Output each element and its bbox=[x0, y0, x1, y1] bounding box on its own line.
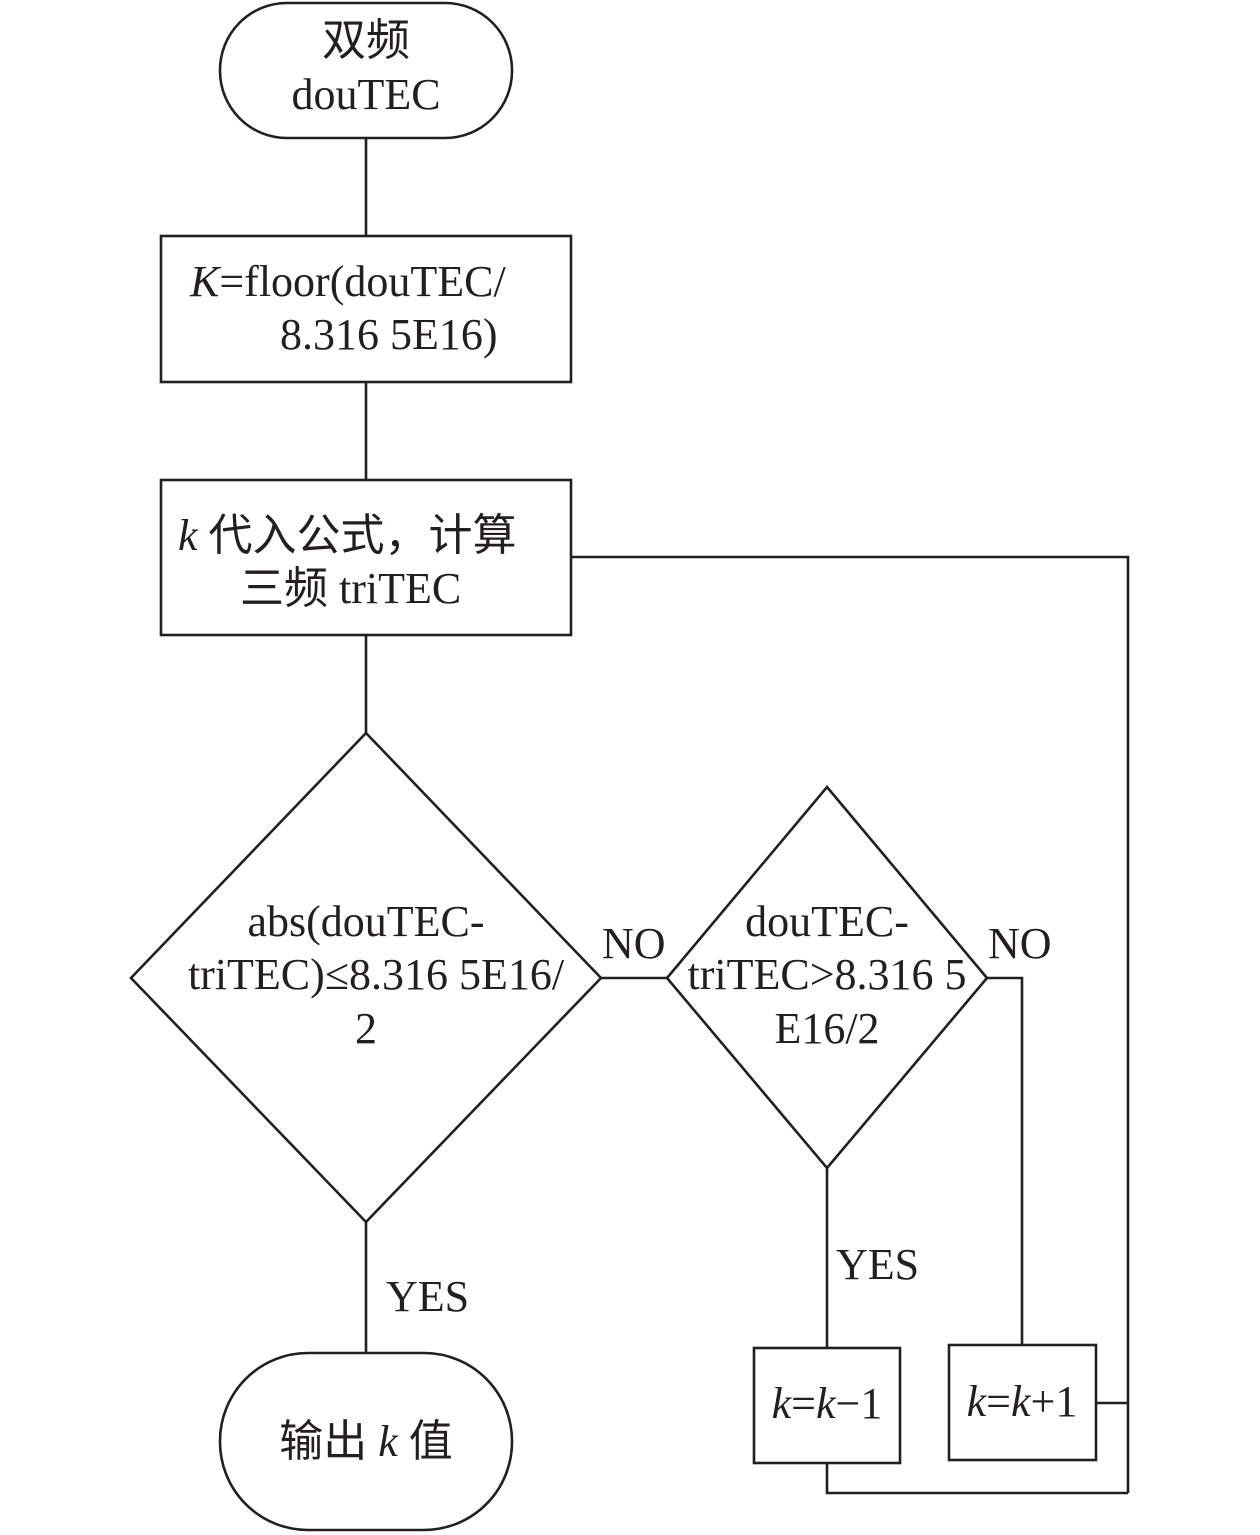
abs-decision: abs(douTEC- triTEC)≤8.316 5E16/ 2 bbox=[129, 731, 603, 1224]
diff-yes-label: YES bbox=[836, 1240, 919, 1289]
end-label-prefix: 输出 bbox=[279, 1417, 378, 1466]
abs-no-label: NO bbox=[602, 919, 666, 968]
decrement-label: k=k−1 bbox=[772, 1379, 883, 1428]
increment-rest: +1 bbox=[1031, 1377, 1078, 1426]
compute-label-line2: 三频 triTEC bbox=[240, 564, 461, 613]
start-label-line1: 双频 bbox=[322, 16, 410, 65]
compute-process-box: k 代入公式，计算 三频 triTEC bbox=[159, 478, 573, 637]
abs-decision-line2: triTEC)≤8.316 5E16/ bbox=[188, 950, 565, 999]
diff-no-label: NO bbox=[988, 919, 1052, 968]
floor-label-line1-rest: =floor(douTEC/ bbox=[219, 257, 506, 306]
decrement-k-var-1: k bbox=[772, 1379, 793, 1428]
end-terminal-shape bbox=[218, 1351, 514, 1532]
floor-label-line2: 8.316 5E16) bbox=[280, 310, 498, 359]
abs-decision-line1: abs(douTEC- bbox=[247, 897, 484, 946]
compute-k-variable: k bbox=[178, 511, 199, 560]
decrement-k-var-2: k bbox=[816, 1379, 837, 1428]
abs-decision-line3: 2 bbox=[355, 1004, 377, 1053]
increment-k-var-2: k bbox=[1011, 1377, 1032, 1426]
diff-decision-line3: E16/2 bbox=[774, 1004, 879, 1053]
end-label-suffix: 值 bbox=[398, 1417, 453, 1466]
end-terminal: 输出 k 值 bbox=[218, 1351, 514, 1532]
edge-decrement-loop bbox=[825, 1463, 1128, 1495]
compute-label-line1: k 代入公式，计算 bbox=[178, 511, 517, 560]
floor-process-shape bbox=[159, 234, 573, 384]
diff-decision-line1: douTEC- bbox=[745, 897, 909, 946]
diff-decision-shape bbox=[665, 784, 989, 1171]
decrement-rest: −1 bbox=[836, 1379, 883, 1428]
compute-label-line1-rest: 代入公式，计算 bbox=[198, 511, 517, 560]
abs-decision-shape bbox=[129, 731, 603, 1224]
floor-k-variable: K bbox=[189, 257, 222, 306]
increment-shape bbox=[947, 1343, 1098, 1462]
decrement-eq: = bbox=[791, 1379, 816, 1428]
diff-decision-line2: triTEC>8.316 5 bbox=[687, 950, 966, 999]
edge-diff-no-to-increment bbox=[987, 976, 1024, 1345]
increment-eq: = bbox=[986, 1377, 1011, 1426]
floor-label-line1: K=floor(douTEC/ bbox=[189, 257, 506, 306]
diff-decision: douTEC- triTEC>8.316 5 E16/2 bbox=[665, 784, 989, 1171]
increment-k-var-1: k bbox=[967, 1377, 988, 1426]
increment-box: k=k+1 bbox=[947, 1343, 1098, 1462]
increment-label: k=k+1 bbox=[967, 1377, 1078, 1426]
abs-yes-label: YES bbox=[386, 1272, 469, 1321]
start-terminal: 双频 douTEC bbox=[218, 1, 514, 140]
decrement-box: k=k−1 bbox=[752, 1346, 902, 1465]
edge-loop-back-to-compute bbox=[571, 555, 1130, 1493]
end-label: 输出 k 值 bbox=[279, 1417, 453, 1466]
connectors bbox=[364, 138, 1130, 1495]
end-k-variable: k bbox=[378, 1417, 399, 1466]
start-label-line2: douTEC bbox=[291, 70, 440, 119]
compute-process-shape bbox=[159, 478, 573, 637]
decrement-shape bbox=[752, 1346, 902, 1465]
floor-process-box: K=floor(douTEC/ 8.316 5E16) bbox=[159, 234, 573, 384]
start-terminal-shape bbox=[218, 1, 514, 140]
